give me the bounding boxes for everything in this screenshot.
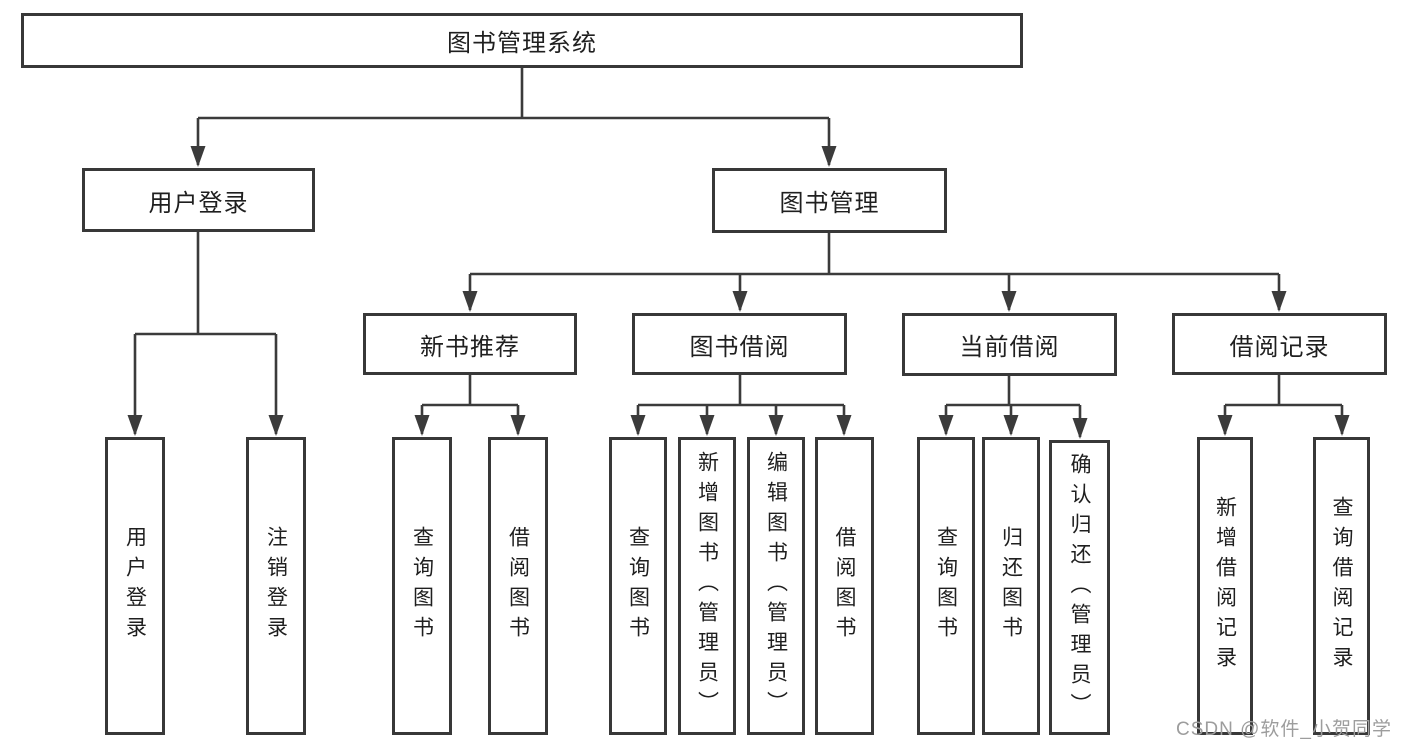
leaf-user-login: 用户登录 (105, 437, 165, 735)
node-new-book-recommend: 新书推荐 (363, 313, 577, 375)
leaf-return-books: 归还图书 (982, 437, 1040, 735)
node-current-borrowing: 当前借阅 (902, 313, 1117, 376)
leaf-add-borrow-record: 新增借阅记录 (1197, 437, 1253, 735)
connector-user-login-trunk (135, 232, 276, 336)
node-user-login: 用户登录 (82, 168, 315, 232)
leaf-edit-books-admin: 编辑图书（管理员） (747, 437, 805, 735)
leaf-borrow-books-1: 借阅图书 (488, 437, 548, 735)
connector-book-borrow-trunk (638, 375, 844, 407)
leaf-logout: 注销登录 (246, 437, 306, 735)
leaf-query-books-3: 查询图书 (917, 437, 975, 735)
connector-new-book-trunk (422, 375, 518, 407)
leaf-query-borrow-record: 查询借阅记录 (1313, 437, 1370, 735)
leaf-query-books-1: 查询图书 (392, 437, 452, 735)
connector-book-mgmt-trunk (470, 233, 1279, 276)
connector-current-borrow-trunk (946, 376, 1080, 407)
leaf-borrow-books-2: 借阅图书 (815, 437, 874, 735)
connector-borrow-record-trunk (1225, 375, 1342, 407)
leaf-add-books-admin: 新增图书（管理员） (678, 437, 736, 735)
csdn-watermark: CSDN @软件_小贺同学 (1176, 719, 1392, 740)
leaf-confirm-return-admin: 确认归还（管理员） (1049, 440, 1110, 735)
leaf-query-books-2: 查询图书 (609, 437, 667, 735)
connector-root-trunk (198, 68, 829, 120)
node-book-management: 图书管理 (712, 168, 947, 233)
node-borrowing-records: 借阅记录 (1172, 313, 1387, 375)
node-book-management-system: 图书管理系统 (21, 13, 1023, 68)
node-book-borrowing: 图书借阅 (632, 313, 847, 375)
